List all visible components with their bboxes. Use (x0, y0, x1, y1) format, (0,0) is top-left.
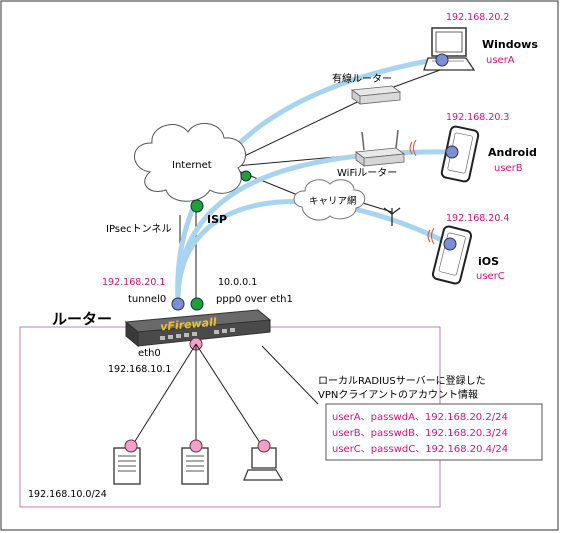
ppp-ip: 10.0.0.1 (218, 277, 257, 288)
radius-title-2: VPNクライアントのアカウント情報 (318, 388, 478, 401)
internet-label: Internet (172, 160, 212, 171)
tunnel-if: tunnel0 (128, 294, 166, 305)
wifi-router-icon (354, 129, 406, 167)
android-ip: 192.168.20.3 (446, 112, 509, 123)
server1-endpoint (124, 439, 138, 453)
laptop-endpoint (257, 439, 271, 453)
windows-name: Windows (482, 38, 538, 51)
windows-ip: 192.168.20.2 (446, 12, 509, 23)
account-row: userB、passwdB、192.168.20.3/24 (332, 428, 508, 439)
carrier-cloud: キャリア網 (293, 179, 366, 221)
carrier-label: キャリア網 (309, 195, 357, 207)
ipsec-label: IPsecトンネル (106, 223, 171, 235)
wifi-signal-icon (409, 139, 417, 157)
ios-ip: 192.168.20.4 (446, 213, 509, 224)
ios-endpoint (443, 237, 457, 251)
radius-title-1: ローカルRADIUSサーバーに登録した (318, 374, 486, 387)
account-box (325, 403, 543, 461)
android-phone-icon (440, 125, 480, 183)
lan-subnet: 192.168.10.0/24 (28, 489, 107, 500)
tunnel-ip: 192.168.20.1 (102, 277, 165, 288)
android-user: userB (494, 163, 523, 174)
windows-user: userA (486, 55, 515, 66)
router-brand: vFirewall (160, 316, 218, 334)
internet-cloud: Internet (134, 123, 247, 202)
server-icon-2 (181, 447, 209, 485)
ppp0-endpoint (190, 297, 204, 311)
tunnel0-endpoint (171, 297, 185, 311)
eth0-ip: 192.168.10.1 (108, 364, 171, 375)
account-row: userA、passwdA、192.168.20.2/24 (332, 412, 508, 423)
android-endpoint (445, 145, 459, 159)
wired-router-icon (350, 85, 402, 105)
antenna-icon (383, 207, 401, 226)
isp-endpoint (190, 199, 204, 213)
windows-laptop-icon (423, 27, 476, 71)
isp-label: ISP (207, 213, 227, 226)
account-row: userC、passwdC、192.168.20.4/24 (332, 444, 508, 455)
internet-endpoint (240, 170, 252, 182)
wired-router-label: 有線ルーター (332, 72, 392, 85)
android-name: Android (488, 146, 537, 159)
lan-links (131, 343, 319, 447)
eth0-label: eth0 (138, 348, 161, 359)
router-label: ルーター (52, 310, 112, 328)
server-icon-1 (113, 447, 141, 485)
windows-endpoint (435, 53, 449, 67)
ios-name: iOS (478, 255, 499, 268)
ios-user: userC (476, 271, 505, 282)
server2-endpoint (189, 439, 203, 453)
tunnel-ios (175, 199, 453, 305)
router-device: vFirewall (124, 309, 272, 348)
wifi-router-label: WiFiルーター (337, 167, 397, 179)
carrier-signal-icon (427, 227, 435, 245)
ppp-if: ppp0 over eth1 (216, 294, 293, 305)
